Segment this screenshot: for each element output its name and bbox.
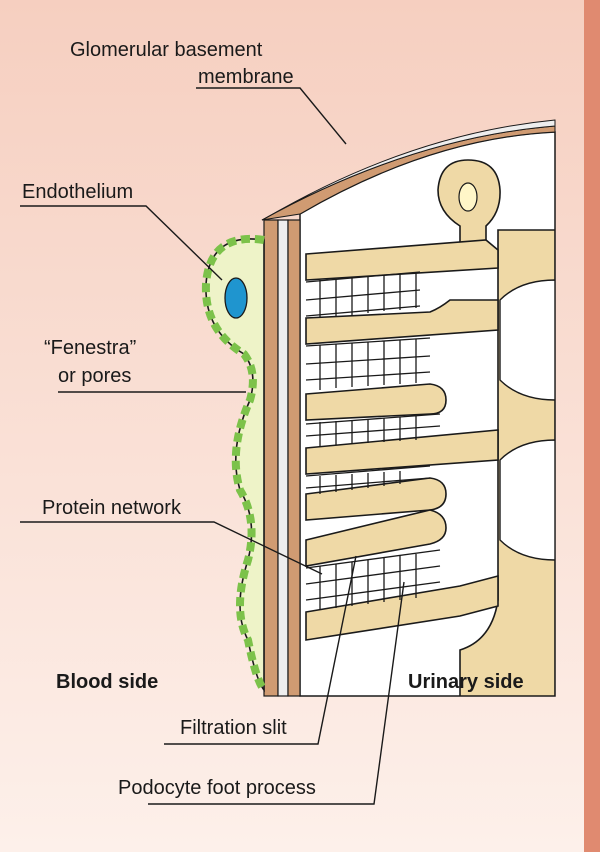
- protein-network: [305, 271, 441, 610]
- podocyte-label: Podocyte foot process: [118, 777, 316, 799]
- podocyte-nucleus: [458, 182, 478, 212]
- fenestra-label-line1: “Fenestra”: [44, 337, 136, 359]
- podocyte-cell: [305, 159, 555, 696]
- endothelium-label: Endothelium: [22, 181, 133, 203]
- fenestra-label-line2: or pores: [58, 365, 131, 387]
- basement-membrane: [261, 119, 556, 697]
- leader-lines: [20, 87, 405, 805]
- gbm-label-line2: membrane: [198, 66, 294, 88]
- endothelium-layer: [201, 235, 268, 693]
- gbm-label-line1: Glomerular basement: [70, 39, 263, 61]
- protein-network-label: Protein network: [42, 497, 182, 519]
- endothelial-nucleus: [224, 277, 248, 319]
- blood-side-label: Blood side: [56, 671, 158, 693]
- filtration-slit-label: Filtration slit: [180, 717, 287, 739]
- edge-strip: [584, 0, 600, 852]
- urinary-side-label: Urinary side: [408, 671, 524, 693]
